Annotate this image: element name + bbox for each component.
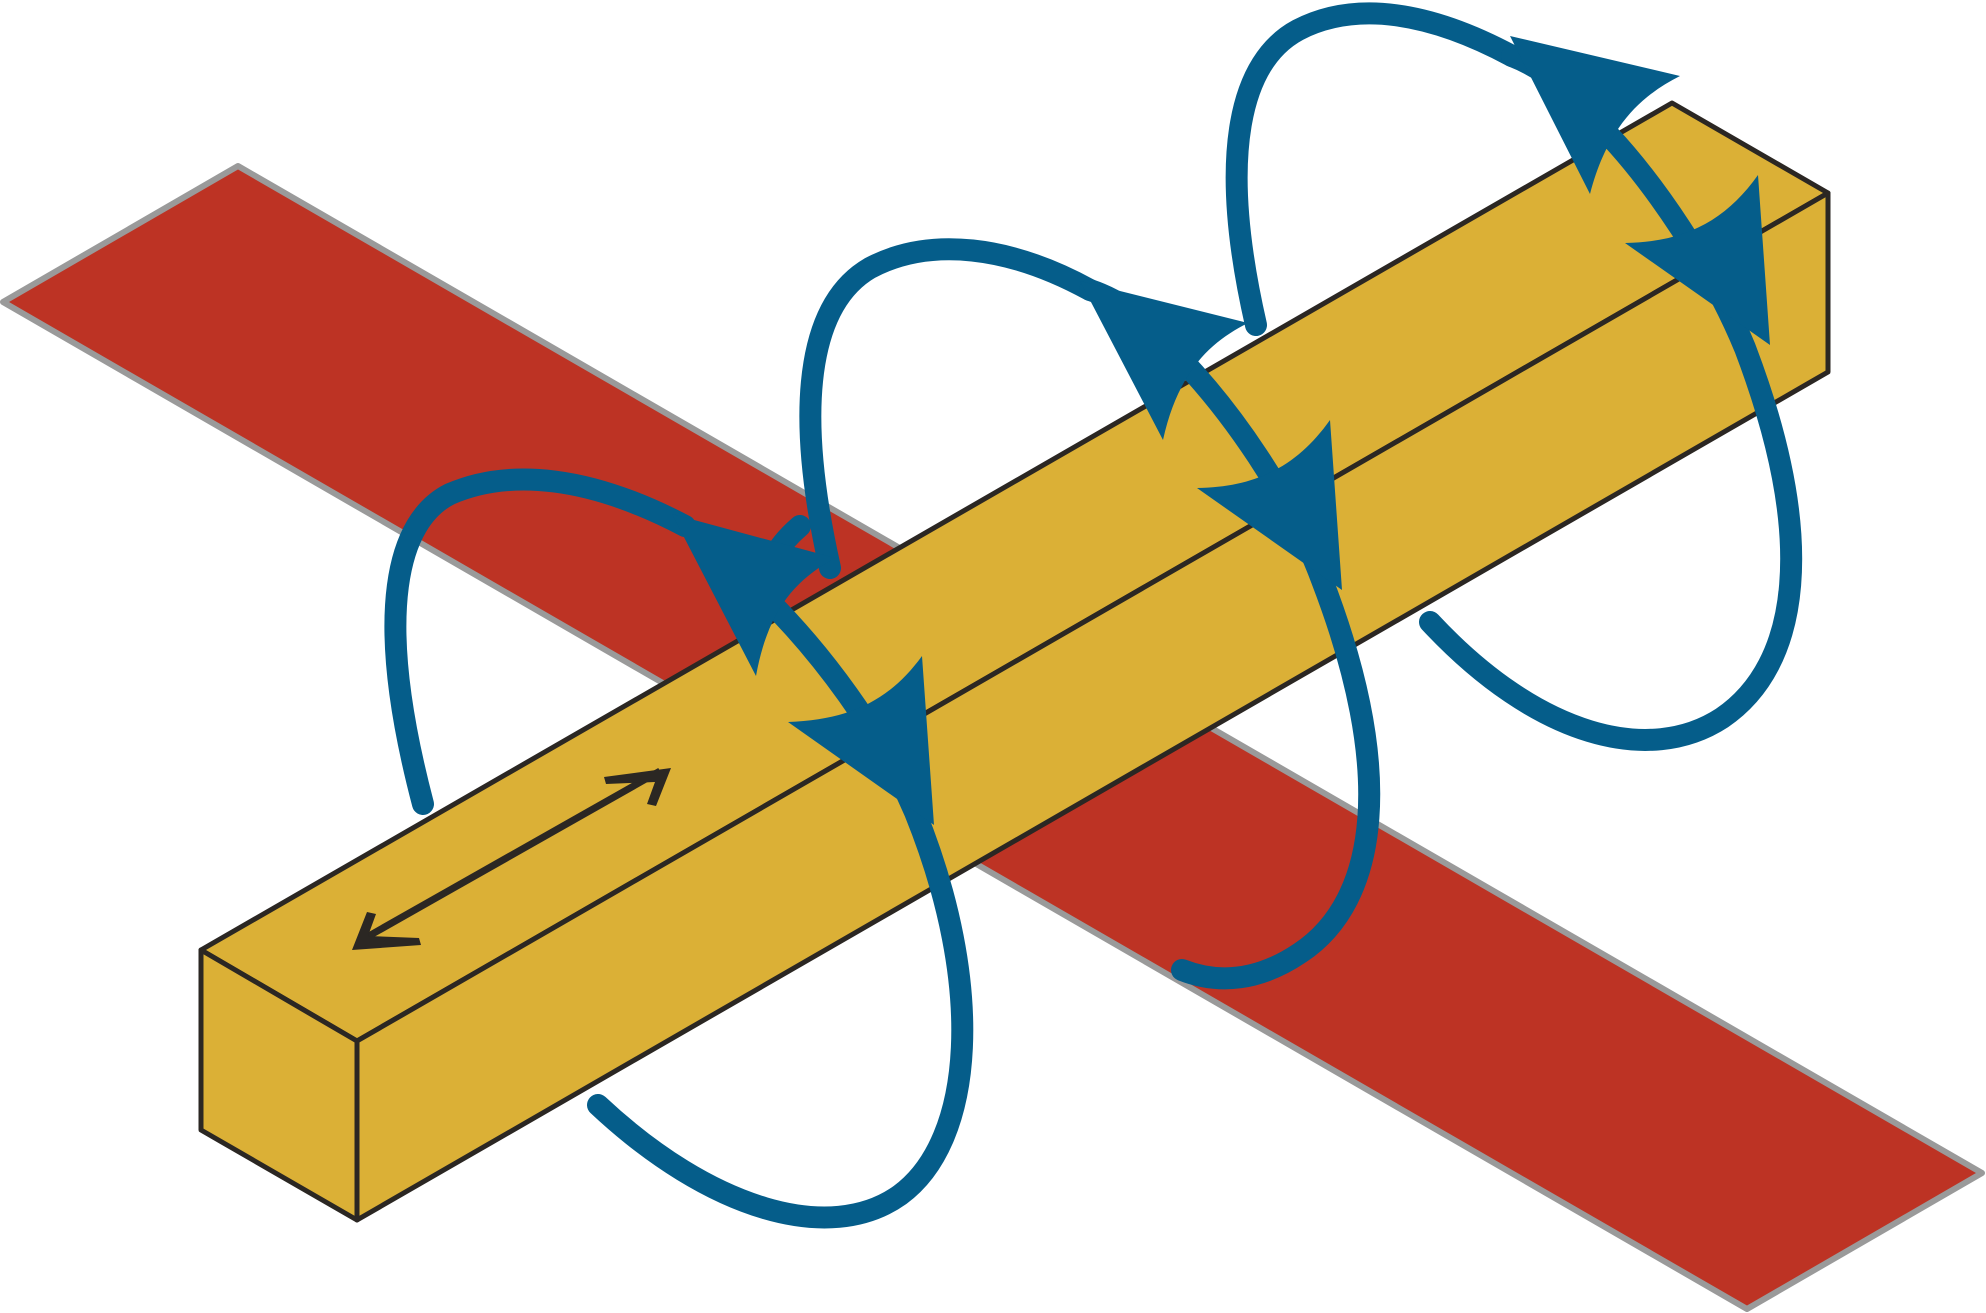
current-arrow-shaft bbox=[365, 767, 662, 941]
field-loop-3-back bbox=[1225, 2, 1523, 336]
current-arrow-head-right-icon bbox=[604, 768, 671, 806]
current-arrow-head-left-icon bbox=[352, 912, 421, 950]
bar-end-face bbox=[198, 947, 360, 1223]
field-arrowheads bbox=[672, 36, 1770, 825]
field-arrowhead-2a-icon bbox=[1080, 281, 1248, 440]
field-arrowhead-2b-icon bbox=[1197, 420, 1342, 590]
current-direction-arrow bbox=[352, 767, 671, 950]
field-arrowhead-1b-icon bbox=[788, 656, 934, 825]
field-loop-2-front bbox=[1169, 347, 1381, 990]
field-arrowhead-3b-icon bbox=[1625, 175, 1770, 345]
field-arrowhead-3a-icon bbox=[1510, 36, 1680, 194]
field-arrowhead-1a-icon bbox=[672, 514, 835, 676]
field-loop-2-back bbox=[799, 238, 1101, 579]
bar-top-face bbox=[198, 100, 1831, 1044]
field-loop-1-back bbox=[384, 468, 696, 815]
field-loops-back bbox=[384, 2, 1523, 815]
